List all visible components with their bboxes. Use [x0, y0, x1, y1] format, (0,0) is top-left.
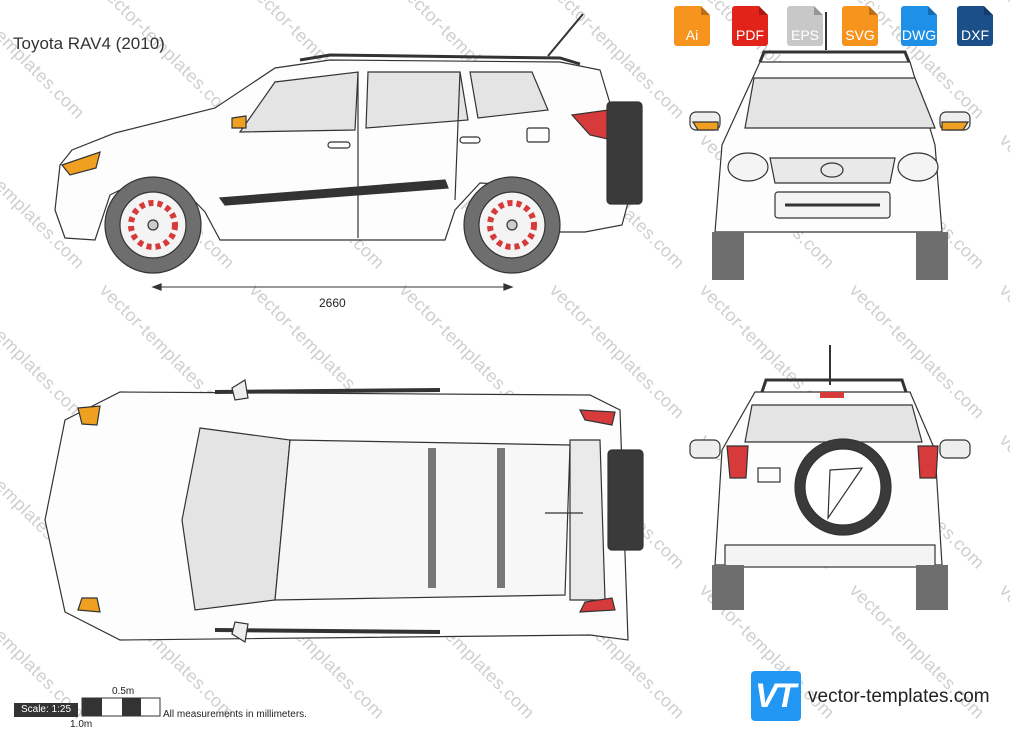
front-right-tire: [916, 232, 948, 280]
dxf-format-label: DXF: [961, 27, 989, 43]
brand-url[interactable]: vector-templates.com: [808, 686, 990, 707]
dwg-format-label: DWG: [901, 27, 937, 43]
side-view: [54, 13, 643, 291]
page-title: Toyota RAV4 (2010): [13, 34, 165, 53]
front-right-headlight: [897, 152, 939, 182]
scale-label: Scale: 1:25: [14, 703, 78, 717]
top-rail-upper: [214, 388, 441, 394]
front-toyota-emblem: [820, 162, 844, 178]
side-front-hub: [147, 219, 159, 231]
side-rear-spokes: [487, 200, 537, 250]
pdf-format-label: PDF: [736, 27, 764, 43]
vt-logo-icon[interactable]: VT: [751, 671, 801, 721]
rear-bumper: [724, 544, 936, 568]
measurement-note: All measurements in millimeters.: [163, 709, 307, 720]
dxf-format-icon[interactable]: DXF: [953, 6, 997, 46]
side-front-handle: [327, 141, 351, 149]
top-spare-tire: [607, 449, 644, 551]
rear-right-tail: [917, 445, 939, 479]
eps-format-icon[interactable]: EPS: [783, 6, 827, 46]
front-view: [689, 12, 971, 280]
scale-half-label: 0.5m: [112, 686, 135, 697]
rear-plate-light: [757, 467, 781, 483]
top-crossbar-rear: [497, 448, 505, 588]
top-headlight-right: [77, 597, 101, 613]
side-roof-rail: [299, 53, 581, 66]
front-mirror-signals: [691, 121, 970, 131]
side-spare-tire: [606, 101, 643, 205]
rear-brake-light: [820, 392, 844, 398]
top-roof: [274, 439, 571, 601]
scale-bar: [81, 697, 161, 717]
top-windshield: [181, 427, 291, 611]
rear-spare-cover-graphic: [827, 467, 864, 521]
ai-format-icon[interactable]: Ai: [670, 6, 714, 46]
wheelbase-dimension-label: 2660: [319, 296, 346, 310]
rear-right-tire: [916, 565, 948, 610]
side-rear-hub: [506, 219, 518, 231]
scale-bar-seg1: [82, 698, 102, 716]
vt-logo-text: VT: [755, 677, 796, 715]
side-rear-door-edge: [454, 71, 461, 201]
top-mirror-left: [231, 379, 249, 401]
side-antenna: [547, 13, 584, 57]
side-molding: [218, 179, 449, 206]
rear-left-mirror: [689, 439, 721, 459]
side-rear-window: [365, 71, 469, 129]
front-left-headlight: [727, 152, 769, 182]
top-mirror-right: [231, 621, 249, 643]
side-rear-handle: [459, 136, 481, 144]
wheelbase-arrows: [151, 283, 514, 291]
scale-bar-seg2: [122, 698, 141, 716]
eps-format-label: EPS: [790, 27, 819, 43]
rear-right-mirror: [939, 439, 971, 459]
side-mirror: [231, 115, 247, 129]
side-quarter-window: [469, 71, 549, 119]
top-tail-left: [579, 409, 616, 426]
side-headlight: [60, 151, 101, 176]
front-left-tire: [712, 232, 744, 280]
front-roof-rails: [758, 50, 911, 63]
side-fuel-door: [526, 127, 550, 143]
top-rear-window: [569, 439, 606, 601]
rear-window: [744, 404, 923, 443]
svg-format-icon[interactable]: SVG: [838, 6, 882, 46]
svg-format-label: SVG: [845, 27, 875, 43]
rear-left-tail: [726, 445, 749, 479]
rear-spare-cover: [804, 448, 882, 526]
top-crossbar-front: [428, 448, 436, 588]
ai-format-label: Ai: [685, 27, 699, 43]
scale-full-label: 1.0m: [70, 719, 93, 730]
side-front-spokes: [128, 200, 178, 250]
top-rail-lower: [214, 628, 441, 634]
rear-roof-rails: [760, 378, 908, 393]
rear-view: [689, 345, 971, 610]
top-headlight-left: [77, 405, 101, 426]
pdf-format-icon[interactable]: PDF: [728, 6, 772, 46]
dwg-format-icon[interactable]: DWG: [897, 6, 941, 46]
top-tail-right: [579, 597, 616, 613]
front-grille: [769, 157, 896, 184]
front-windshield: [744, 77, 936, 129]
rear-left-tire: [712, 565, 744, 610]
top-view: [44, 379, 644, 643]
